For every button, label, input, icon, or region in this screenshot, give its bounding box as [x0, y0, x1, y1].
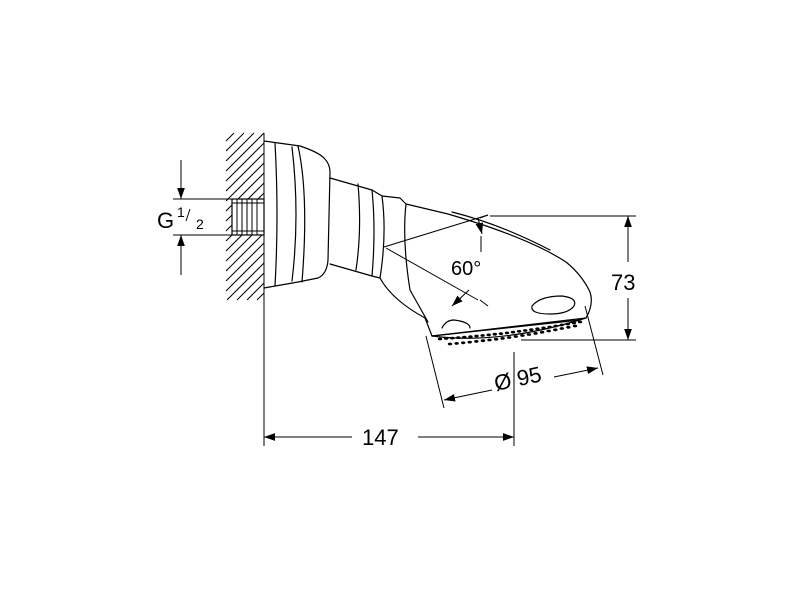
- spray-nozzle: [539, 330, 545, 334]
- spray-nozzle: [541, 326, 546, 330]
- spray-nozzle: [559, 327, 564, 330]
- spray-nozzle: [529, 328, 534, 332]
- spray-nozzle: [437, 337, 443, 341]
- spray-nozzle: [492, 332, 497, 336]
- spray-nozzle: [513, 335, 518, 338]
- thread-size-label: G: [157, 208, 174, 233]
- angle-indicator: 60°: [383, 214, 489, 307]
- spray-nozzle: [547, 325, 552, 329]
- spray-nozzle: [462, 335, 467, 339]
- spray-nozzle: [467, 340, 472, 344]
- spray-nozzle: [572, 324, 578, 328]
- length-label: 147: [362, 425, 399, 450]
- spray-nozzle: [533, 332, 538, 335]
- spray-nozzle: [546, 329, 551, 333]
- spray-nozzle: [493, 337, 499, 341]
- hatch-line: [225, 132, 245, 152]
- hatch-line: [225, 132, 255, 162]
- wall-flange: [263, 140, 331, 289]
- spray-nozzle: [559, 323, 564, 327]
- spray-nozzle: [456, 336, 461, 339]
- hatch-line: [246, 282, 265, 301]
- spray-nozzle: [480, 334, 485, 337]
- spray-nozzle: [553, 328, 558, 332]
- spray-nozzle: [486, 333, 491, 337]
- thread-dimension: G 1 2: [157, 160, 232, 275]
- hatch-line: [225, 132, 265, 172]
- spray-nozzle: [523, 329, 528, 332]
- spray-nozzle: [566, 325, 571, 329]
- spray-nozzle: [577, 320, 583, 324]
- hatch-line: [225, 132, 235, 142]
- ball-joint: [329, 177, 426, 319]
- spray-nozzle: [443, 337, 449, 340]
- spray-nozzle: [498, 332, 504, 335]
- spray-nozzle: [461, 341, 466, 345]
- hatch-line: [236, 272, 265, 301]
- spray-nozzle: [520, 334, 525, 337]
- diameter-label: Ø 95: [492, 362, 544, 396]
- hatch-line: [225, 242, 265, 282]
- spray-nozzle: [504, 331, 510, 335]
- spray-nozzle: [571, 321, 577, 325]
- spray-nozzle: [480, 339, 486, 343]
- spray-nozzle: [474, 340, 479, 343]
- thread-fraction-numerator: 1: [177, 204, 185, 220]
- spray-nozzle: [565, 322, 570, 326]
- hatch-line: [225, 152, 265, 192]
- height-label: 73: [611, 270, 635, 295]
- hatch-line: [225, 252, 265, 292]
- length-dimension: 147: [263, 300, 515, 450]
- spray-nozzle: [450, 336, 455, 340]
- spray-nozzle: [474, 334, 479, 338]
- spray-nozzle: [468, 335, 473, 338]
- shower-head: [399, 197, 592, 346]
- height-dimension: 73: [490, 215, 636, 341]
- spray-nozzle: [507, 336, 512, 339]
- spray-nozzle: [516, 329, 522, 333]
- hatch-line: [225, 142, 265, 182]
- hatch-line: [225, 232, 265, 272]
- thread-connector: [231, 198, 265, 236]
- spray-nozzle: [454, 342, 459, 345]
- spray-nozzle: [487, 338, 492, 342]
- hatch-line: [226, 262, 265, 301]
- spray-nozzle: [510, 330, 516, 334]
- hatch-line: [225, 162, 265, 202]
- spray-nozzle: [447, 342, 453, 346]
- spray-nozzle: [553, 324, 558, 328]
- thread-fraction-denominator: 2: [196, 216, 204, 232]
- angle-label: 60°: [451, 258, 481, 280]
- hatch-line: [256, 292, 265, 301]
- spray-nozzle: [500, 337, 505, 340]
- spray-nozzle: [535, 327, 540, 331]
- spray-nozzle: [526, 333, 532, 336]
